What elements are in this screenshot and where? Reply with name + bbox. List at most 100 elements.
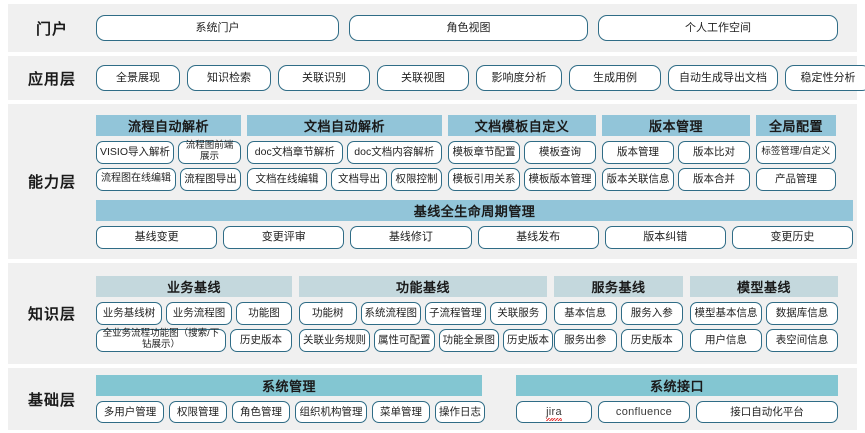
group-row: 服务出参 历史版本 <box>554 328 683 352</box>
group-row: 关联业务规则 属性可配置 功能全景图 历史版本 <box>299 328 553 352</box>
cap-item-version-compare[interactable]: 版本比对 <box>678 140 750 164</box>
foundation-blocks: 系统管理 多用户管理 权限管理 角色管理 组织机构管理 菜单管理 操作日志 系统… <box>96 375 853 423</box>
know-item-function-panorama[interactable]: 功能全景图 <box>438 328 499 352</box>
group-row: 业务基线树 业务流程图 功能图 <box>96 301 292 325</box>
know-item-related-business-rule[interactable]: 关联业务规则 <box>299 328 370 352</box>
group-title-process-parsing: 流程自动解析 <box>96 114 241 136</box>
group-row: doc文档章节解析 doc文档内容解析 <box>247 140 442 164</box>
know-item-user-info[interactable]: 用户信息 <box>690 328 762 352</box>
know-item-service-input-param[interactable]: 服务入参 <box>620 301 683 325</box>
group-row: 标签管理/自定义 <box>756 140 836 164</box>
group-row: 模板章节配置 模板查询 <box>448 140 596 164</box>
know-item-function-history-version[interactable]: 历史版本 <box>503 328 553 352</box>
base-item-role-manage[interactable]: 角色管理 <box>232 401 290 423</box>
know-item-related-service[interactable]: 关联服务 <box>489 301 547 325</box>
group-rows-service-baseline: 基本信息 服务入参 服务出参 历史版本 <box>554 301 683 352</box>
base-item-confluence[interactable]: confluence <box>598 401 690 423</box>
app-item-panorama[interactable]: 全景展现 <box>96 65 180 91</box>
layer-knowledge: 知识层 业务基线 业务基线树 业务流程图 功能图 全业务流程功能图（搜索/下钻展… <box>8 263 857 364</box>
base-item-org-structure-manage[interactable]: 组织机构管理 <box>295 401 367 423</box>
layer-foundation: 基础层 系统管理 多用户管理 权限管理 角色管理 组织机构管理 菜单管理 操作日… <box>8 368 857 430</box>
portal-item-personal-workspace[interactable]: 个人工作空间 <box>598 15 838 41</box>
baseline-item-change[interactable]: 基线变更 <box>96 225 218 249</box>
cap-item-process-diagram-online-edit[interactable]: 流程图在线编辑 <box>96 167 176 191</box>
app-item-impact-analysis[interactable]: 影响度分析 <box>476 65 562 91</box>
base-item-multi-user-manage[interactable]: 多用户管理 <box>96 401 164 423</box>
cap-item-template-version-manage[interactable]: 模板版本管理 <box>524 167 596 191</box>
know-item-business-flow-diagram[interactable]: 业务流程图 <box>166 301 232 325</box>
layer-portal: 门户 系统门户 角色视图 个人工作空间 <box>8 4 857 52</box>
group-row: 产品管理 <box>756 167 836 191</box>
knowledge-group-business-baseline: 业务基线 业务基线树 业务流程图 功能图 全业务流程功能图（搜索/下钻展示） 历… <box>96 275 292 352</box>
know-item-service-history-version[interactable]: 历史版本 <box>620 328 683 352</box>
layer-application-body: 全景展现 知识检索 关联识别 关联视图 影响度分析 生成用例 自动生成导出文档 … <box>96 56 865 100</box>
app-item-relation-recognition[interactable]: 关联识别 <box>278 65 370 91</box>
group-rows-function-baseline: 功能树 系统流程图 子流程管理 关联服务 关联业务规则 属性可配置 功能全景图 … <box>299 301 553 352</box>
layer-application: 应用层 全景展现 知识检索 关联识别 关联视图 影响度分析 生成用例 自动生成导… <box>8 56 865 100</box>
cap-item-visio-import-parse[interactable]: VISIO导入解析 <box>96 140 175 164</box>
portal-row: 系统门户 角色视图 个人工作空间 <box>96 15 853 41</box>
base-item-menu-manage[interactable]: 菜单管理 <box>372 401 430 423</box>
cap-item-doc-export[interactable]: 文档导出 <box>331 167 387 191</box>
know-item-business-baseline-tree[interactable]: 业务基线树 <box>96 301 162 325</box>
group-rows-model-baseline: 模型基本信息 数据库信息 用户信息 表空间信息 <box>690 301 838 352</box>
layer-knowledge-body: 业务基线 业务基线树 业务流程图 功能图 全业务流程功能图（搜索/下钻展示） 历… <box>96 263 857 364</box>
app-item-knowledge-search[interactable]: 知识检索 <box>187 65 271 91</box>
knowledge-group-function-baseline: 功能基线 功能树 系统流程图 子流程管理 关联服务 关联业务规则 属性可配置 功… <box>299 275 553 352</box>
base-item-jira[interactable]: jira <box>516 401 592 423</box>
know-item-system-flow-diagram[interactable]: 系统流程图 <box>360 301 421 325</box>
baseline-item-release[interactable]: 基线发布 <box>477 225 599 249</box>
baseline-item-change-history[interactable]: 变更历史 <box>731 225 854 249</box>
cap-item-process-diagram-export[interactable]: 流程图导出 <box>180 167 241 191</box>
cap-item-doc-chapter-parse[interactable]: doc文档章节解析 <box>247 140 343 164</box>
know-item-function-diagram[interactable]: 功能图 <box>236 301 292 325</box>
baseline-item-version-correction[interactable]: 版本纠错 <box>604 225 726 249</box>
cap-item-version-relation-info[interactable]: 版本关联信息 <box>602 167 674 191</box>
know-item-tablespace-info[interactable]: 表空间信息 <box>766 328 838 352</box>
layer-capability-body: 流程自动解析 VISIO导入解析 流程图前端展示 流程图在线编辑 流程图导出 <box>96 104 857 259</box>
portal-item-system-portal[interactable]: 系统门户 <box>96 15 339 41</box>
know-item-database-info[interactable]: 数据库信息 <box>766 301 838 325</box>
cap-item-product-manage[interactable]: 产品管理 <box>756 167 836 191</box>
baseline-item-change-review[interactable]: 变更评审 <box>223 225 345 249</box>
capability-group-doc-parsing: 文档自动解析 doc文档章节解析 doc文档内容解析 文档在线编辑 文档导出 权… <box>247 114 442 191</box>
know-item-attribute-configurable[interactable]: 属性可配置 <box>374 328 435 352</box>
app-item-relation-view[interactable]: 关联视图 <box>377 65 469 91</box>
cap-item-permission-control[interactable]: 权限控制 <box>391 167 442 191</box>
know-item-service-output-param[interactable]: 服务出参 <box>554 328 617 352</box>
cap-item-version-manage[interactable]: 版本管理 <box>602 140 674 164</box>
portal-item-role-view[interactable]: 角色视图 <box>349 15 588 41</box>
cap-item-template-query[interactable]: 模板查询 <box>524 140 596 164</box>
group-row: 模板引用关系 模板版本管理 <box>448 167 596 191</box>
group-rows-process-parsing: VISIO导入解析 流程图前端展示 流程图在线编辑 流程图导出 <box>96 140 241 191</box>
app-item-auto-generate-export-doc[interactable]: 自动生成导出文档 <box>668 65 778 91</box>
know-item-history-version[interactable]: 历史版本 <box>230 328 292 352</box>
base-item-interface-automation-platform[interactable]: 接口自动化平台 <box>696 401 838 423</box>
layer-portal-body: 系统门户 角色视图 个人工作空间 <box>96 4 857 52</box>
know-item-full-business-flow-function-diagram[interactable]: 全业务流程功能图（搜索/下钻展示） <box>96 328 226 352</box>
group-rows-version-manage: 版本管理 版本比对 版本关联信息 版本合并 <box>602 140 750 191</box>
know-item-sub-process-manage[interactable]: 子流程管理 <box>425 301 486 325</box>
cap-item-template-chapter-config[interactable]: 模板章节配置 <box>448 140 520 164</box>
know-item-function-tree[interactable]: 功能树 <box>299 301 357 325</box>
cap-item-version-merge[interactable]: 版本合并 <box>678 167 750 191</box>
group-title-model-baseline: 模型基线 <box>690 275 838 297</box>
base-item-operation-log[interactable]: 操作日志 <box>435 401 485 423</box>
knowledge-group-model-baseline: 模型基线 模型基本信息 数据库信息 用户信息 表空间信息 <box>690 275 838 352</box>
base-item-permission-manage[interactable]: 权限管理 <box>169 401 227 423</box>
group-title-doc-parsing: 文档自动解析 <box>247 114 442 136</box>
app-item-stability-analysis[interactable]: 稳定性分析 <box>785 65 865 91</box>
cap-item-doc-online-edit[interactable]: 文档在线编辑 <box>247 167 327 191</box>
baseline-item-revision[interactable]: 基线修订 <box>350 225 472 249</box>
know-item-service-basic-info[interactable]: 基本信息 <box>554 301 617 325</box>
app-item-generate-case[interactable]: 生成用例 <box>569 65 661 91</box>
cap-item-process-diagram-frontend-display[interactable]: 流程图前端展示 <box>178 140 241 164</box>
know-item-model-basic-info[interactable]: 模型基本信息 <box>690 301 762 325</box>
group-title-function-baseline: 功能基线 <box>299 275 547 297</box>
capability-groups: 流程自动解析 VISIO导入解析 流程图前端展示 流程图在线编辑 流程图导出 <box>96 114 853 191</box>
banner-title-system-management: 系统管理 <box>96 375 482 396</box>
cap-item-doc-content-parse[interactable]: doc文档内容解析 <box>346 140 442 164</box>
cap-item-template-reference-relation[interactable]: 模板引用关系 <box>448 167 520 191</box>
group-rows-global-config: 标签管理/自定义 产品管理 <box>756 140 836 191</box>
cap-item-tag-manage-custom[interactable]: 标签管理/自定义 <box>756 140 836 164</box>
